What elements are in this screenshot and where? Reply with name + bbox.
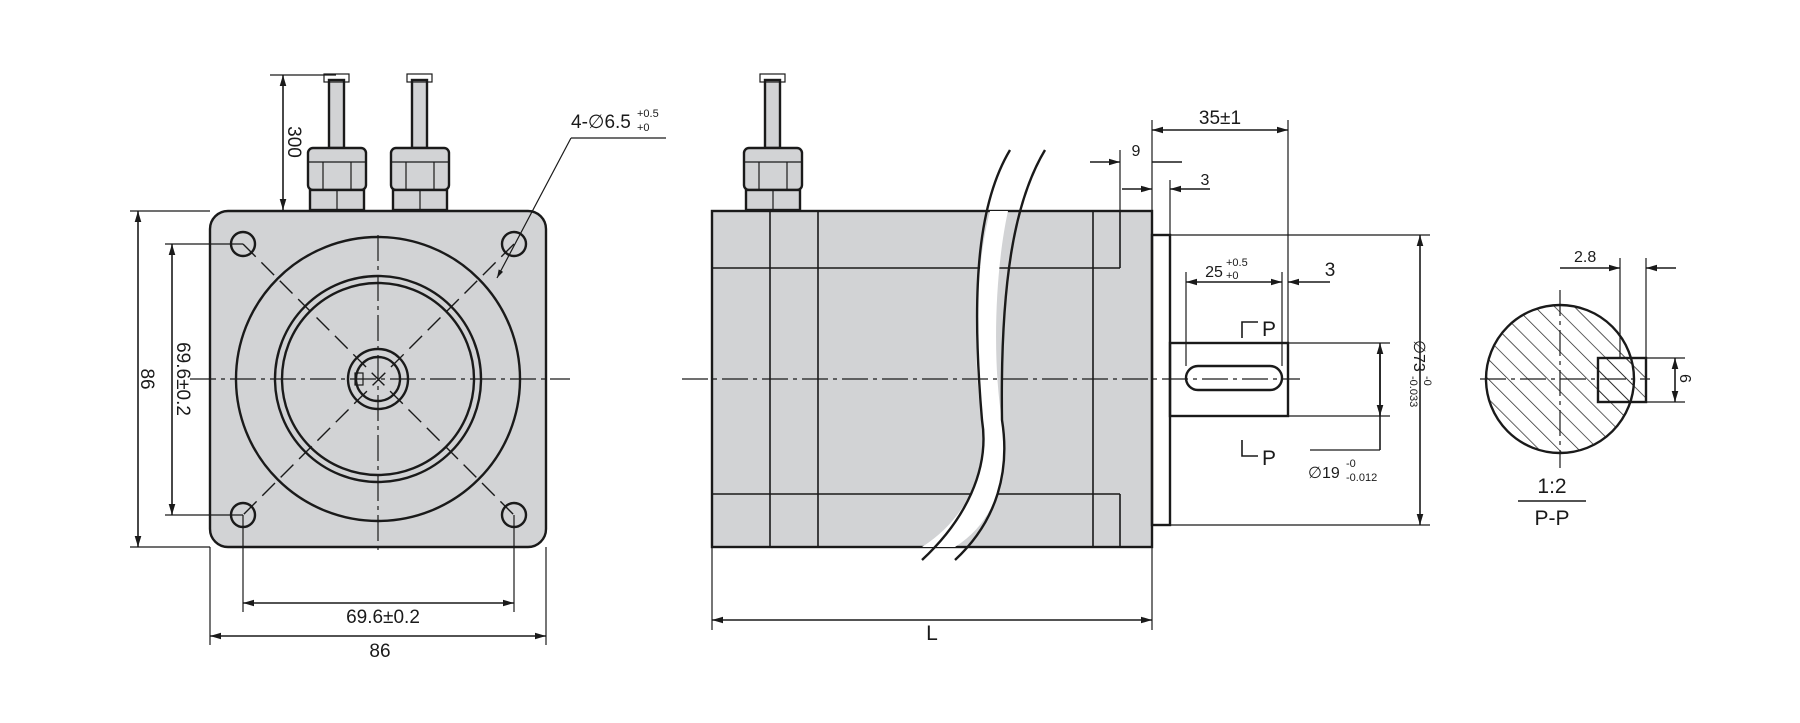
section-view: 2.8 6 1:2 P-P <box>1480 249 1693 530</box>
dim-shaft-diameter-upper-tol: -0 <box>1346 458 1356 470</box>
cable-gland-right <box>389 73 451 212</box>
dim-pilot-diameter-upper-tol: -0 <box>1421 376 1433 386</box>
dim-shaft-diameter: ∅19 <box>1308 465 1340 482</box>
dim-key-length-upper-tol: +0.5 <box>1226 257 1248 269</box>
dim-pilot-diameter-lower-tol: -0.033 <box>1407 376 1419 407</box>
dim-pilot-diameter: ∅73 <box>1410 340 1427 372</box>
dim-boss-9: 9 <box>1132 143 1141 160</box>
dim-key-offset: 3 <box>1325 260 1336 281</box>
cable-gland-left <box>306 73 368 212</box>
dim-key-length: 25 <box>1205 264 1223 281</box>
hole-callout-upper-tol: +0.5 <box>637 108 659 120</box>
dim-shaft-extension: 35±1 <box>1199 108 1241 129</box>
break-gap <box>922 211 1008 547</box>
front-view: 300 4-∅6.5 +0.5 +0 86 69.6±0.2 69.6±0.2 … <box>130 73 666 662</box>
dim-key-length-lower-tol: +0 <box>1226 270 1239 282</box>
dim-shaft-diameter-lower-tol: -0.012 <box>1346 472 1377 484</box>
section-mark-top: P <box>1262 318 1276 341</box>
section-scale: 1:2 <box>1537 475 1566 498</box>
mount-hole-tr <box>500 230 528 258</box>
dim-overall-height: 86 <box>136 368 157 389</box>
key-section <box>1596 356 1648 404</box>
dim-body-length: L <box>926 622 938 645</box>
section-mark-bottom: P <box>1262 447 1276 470</box>
keyway <box>1184 364 1284 392</box>
dim-key-width: 2.8 <box>1574 249 1596 266</box>
dim-hole-spacing-vertical: 69.6±0.2 <box>172 342 193 416</box>
dim-overall-width: 86 <box>369 641 390 662</box>
dim-hole-spacing-horizontal: 69.6±0.2 <box>346 607 420 628</box>
dim-boss-3: 3 <box>1201 172 1210 189</box>
dim-cable-length: 300 <box>283 126 304 158</box>
side-view: 35±1 9 3 25 +0.5 +0 3 P P ∅19 -0 -0.012 <box>682 73 1433 645</box>
section-label: P-P <box>1534 507 1569 530</box>
hole-callout-lower-tol: +0 <box>637 122 650 134</box>
dim-key-height: 6 <box>1676 374 1693 383</box>
hole-callout: 4-∅6.5 <box>571 112 631 133</box>
